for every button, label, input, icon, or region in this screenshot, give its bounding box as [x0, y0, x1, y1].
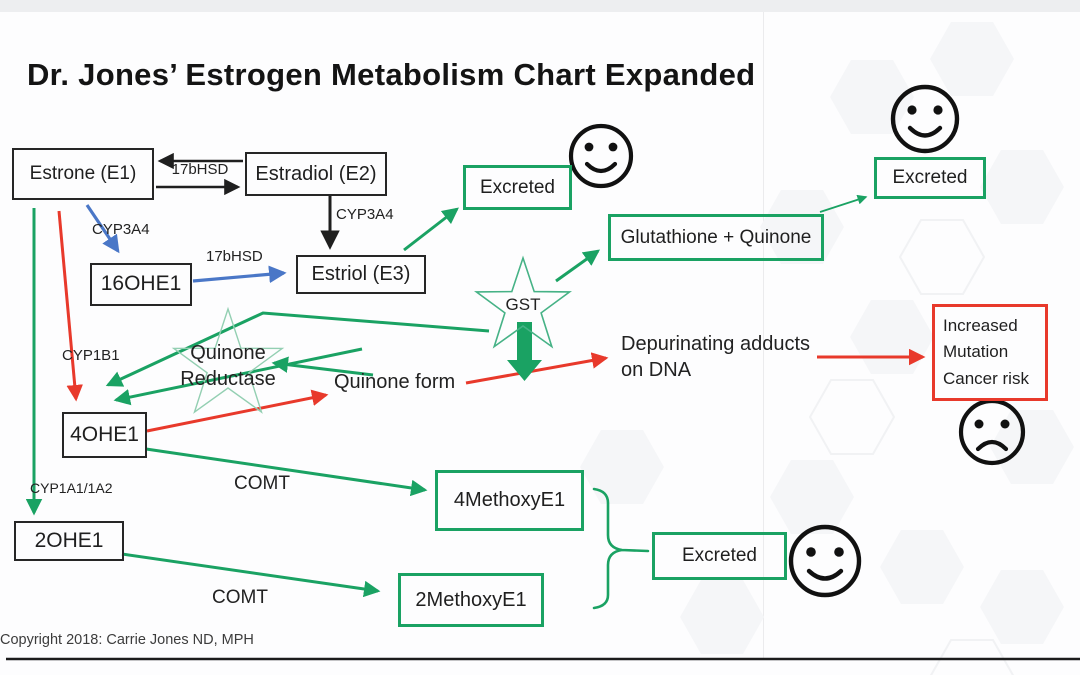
- node-estrone: Estrone (E1): [12, 148, 154, 200]
- arrow-glutathione-to-excreted-right: [819, 194, 868, 213]
- arrow-16ohe1-to-e3: [192, 265, 287, 284]
- sad-face-icon: [958, 398, 1026, 466]
- node-4methoxye1: 4MethoxyE1: [435, 470, 584, 531]
- top-band: [0, 0, 1080, 12]
- page-title: Dr. Jones’ Estrogen Metabolism Chart Exp…: [27, 57, 756, 92]
- node-estradiol: Estradiol (E2): [245, 152, 387, 196]
- node-estriol: Estriol (E3): [296, 255, 426, 294]
- arrow-2ohe1-to-2methoxye1: [121, 552, 381, 598]
- label-comt-4: COMT: [234, 473, 290, 494]
- arrow-quinoneform-to-depurinating: [465, 352, 609, 385]
- copyright-text: Copyright 2018: Carrie Jones ND, MPH: [0, 632, 254, 648]
- node-16ohe1: 16OHE1: [90, 263, 192, 306]
- label-cyp3a4-estrone: CYP3A4: [92, 221, 150, 238]
- fat-down-arrow-icon: [507, 322, 542, 381]
- happy-face-icon: [890, 84, 960, 154]
- happy-face-icon: [788, 524, 862, 598]
- brace: [592, 487, 650, 610]
- label-cyp1b1: CYP1B1: [62, 347, 120, 364]
- label-cyp3a4-estradiol: CYP3A4: [336, 206, 394, 223]
- label-17bhsd-16ohe1: 17bHSD: [206, 248, 263, 265]
- label-comt-2: COMT: [212, 587, 268, 608]
- happy-face-icon: [568, 123, 634, 189]
- arrow-gst-to-glutathione: [555, 249, 601, 283]
- node-glutathione-quinone: Glutathione + Quinone: [608, 214, 824, 261]
- label-17bhsd-e1e2: 17bHSD: [171, 161, 229, 178]
- node-excreted-top: Excreted: [463, 165, 572, 210]
- label-gst: GST: [505, 295, 541, 314]
- node-excreted-right: Excreted: [874, 157, 986, 199]
- arrow-e3-to-excreted-top: [403, 207, 459, 252]
- node-2methoxye1: 2MethoxyE1: [398, 573, 544, 627]
- arrow-4ohe1-to-quinoneform: [146, 389, 329, 433]
- node-increased-mutation-cancer-risk: Increased Mutation Cancer risk: [932, 304, 1048, 401]
- node-2ohe1: 2OHE1: [14, 521, 124, 561]
- label-quinone-reductase: Quinone Reductase: [180, 342, 276, 391]
- annotation-quinone-form: Quinone form: [334, 371, 456, 393]
- label-cyp1a1-1a2: CYP1A1/1A2: [30, 480, 113, 496]
- background-seam-line: [763, 12, 764, 660]
- node-4ohe1: 4OHE1: [62, 412, 147, 458]
- node-excreted-bottom: Excreted: [652, 532, 787, 580]
- arrow-e1-to-4ohe1: [57, 210, 83, 402]
- annotation-depurinating-adducts: Depurinating adducts on DNA: [621, 333, 811, 381]
